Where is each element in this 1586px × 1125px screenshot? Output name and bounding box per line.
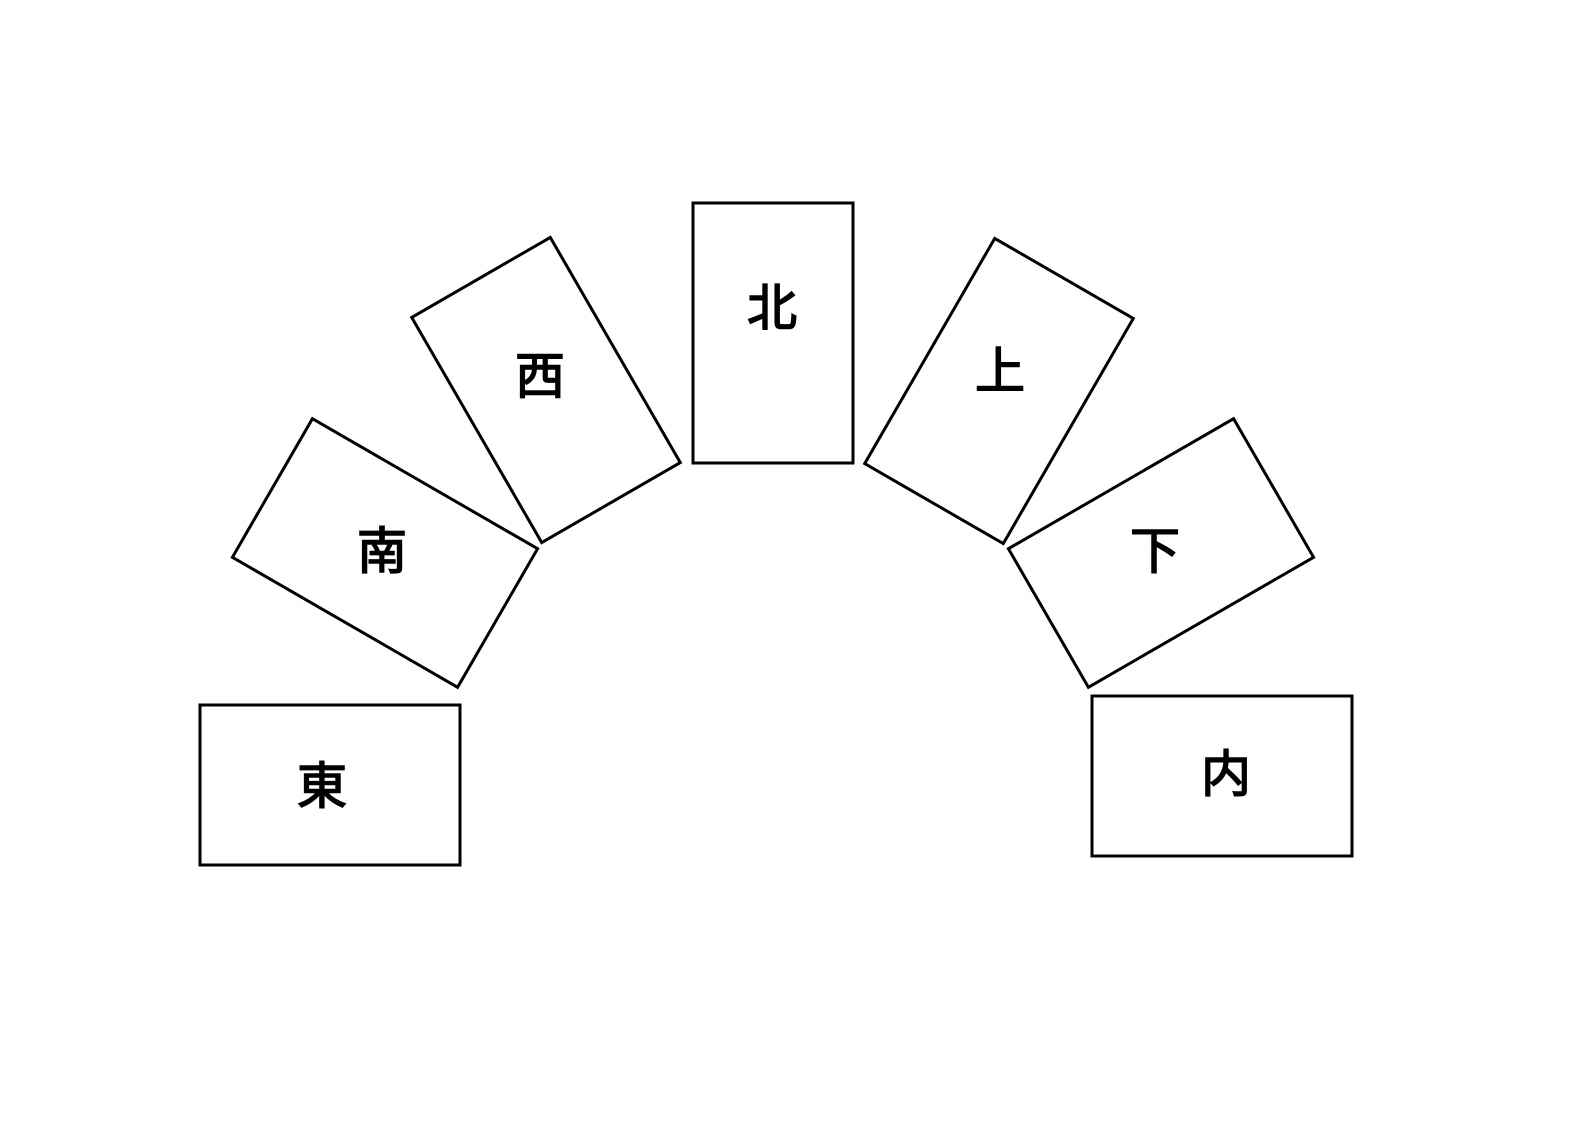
card-down-frame [1006,416,1316,690]
card-south: 南 [230,416,540,690]
card-west-label: 西 [515,347,565,406]
card-south-label: 南 [357,522,407,581]
card-up: 上 [862,236,1136,546]
card-down: 下 [1006,416,1316,690]
card-east-label: 東 [297,757,347,816]
card-west: 西 [409,235,683,545]
card-down-label: 下 [1130,522,1180,581]
card-east: 東 [198,703,462,867]
card-east-frame [198,703,462,867]
card-north: 北 [691,201,855,465]
card-west-frame [409,235,683,545]
card-south-frame [230,416,540,690]
card-north-frame [691,201,855,465]
card-inner-label: 内 [1201,745,1251,804]
card-north-label: 北 [747,279,797,338]
card-inner: 内 [1090,694,1354,858]
card-up-label: 上 [975,342,1025,401]
card-inner-frame [1090,694,1354,858]
card-up-frame [862,236,1136,546]
